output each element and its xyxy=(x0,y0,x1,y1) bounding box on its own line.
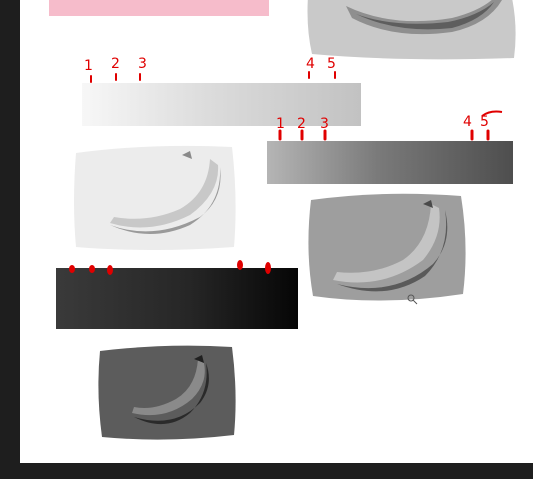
drawing-canvas[interactable]: 1 2 3 4 5 1 2 3 4 5 xyxy=(20,0,533,463)
banana-sketch-light xyxy=(70,143,238,255)
label-5b: 5 xyxy=(480,114,489,130)
gradient-strip-dark xyxy=(56,268,298,329)
label-3: 3 xyxy=(138,56,147,72)
label-1: 1 xyxy=(84,58,93,74)
label-4b: 4 xyxy=(463,114,472,130)
banana-sketch-light-top xyxy=(302,0,518,62)
gradient-strip-light xyxy=(82,83,361,126)
banana-sketch-dark xyxy=(96,343,238,443)
gradient-strip-mid xyxy=(267,141,513,184)
pink-color-swatch xyxy=(49,0,269,16)
label-2: 2 xyxy=(111,56,120,72)
banana-sketch-mid xyxy=(303,190,469,308)
